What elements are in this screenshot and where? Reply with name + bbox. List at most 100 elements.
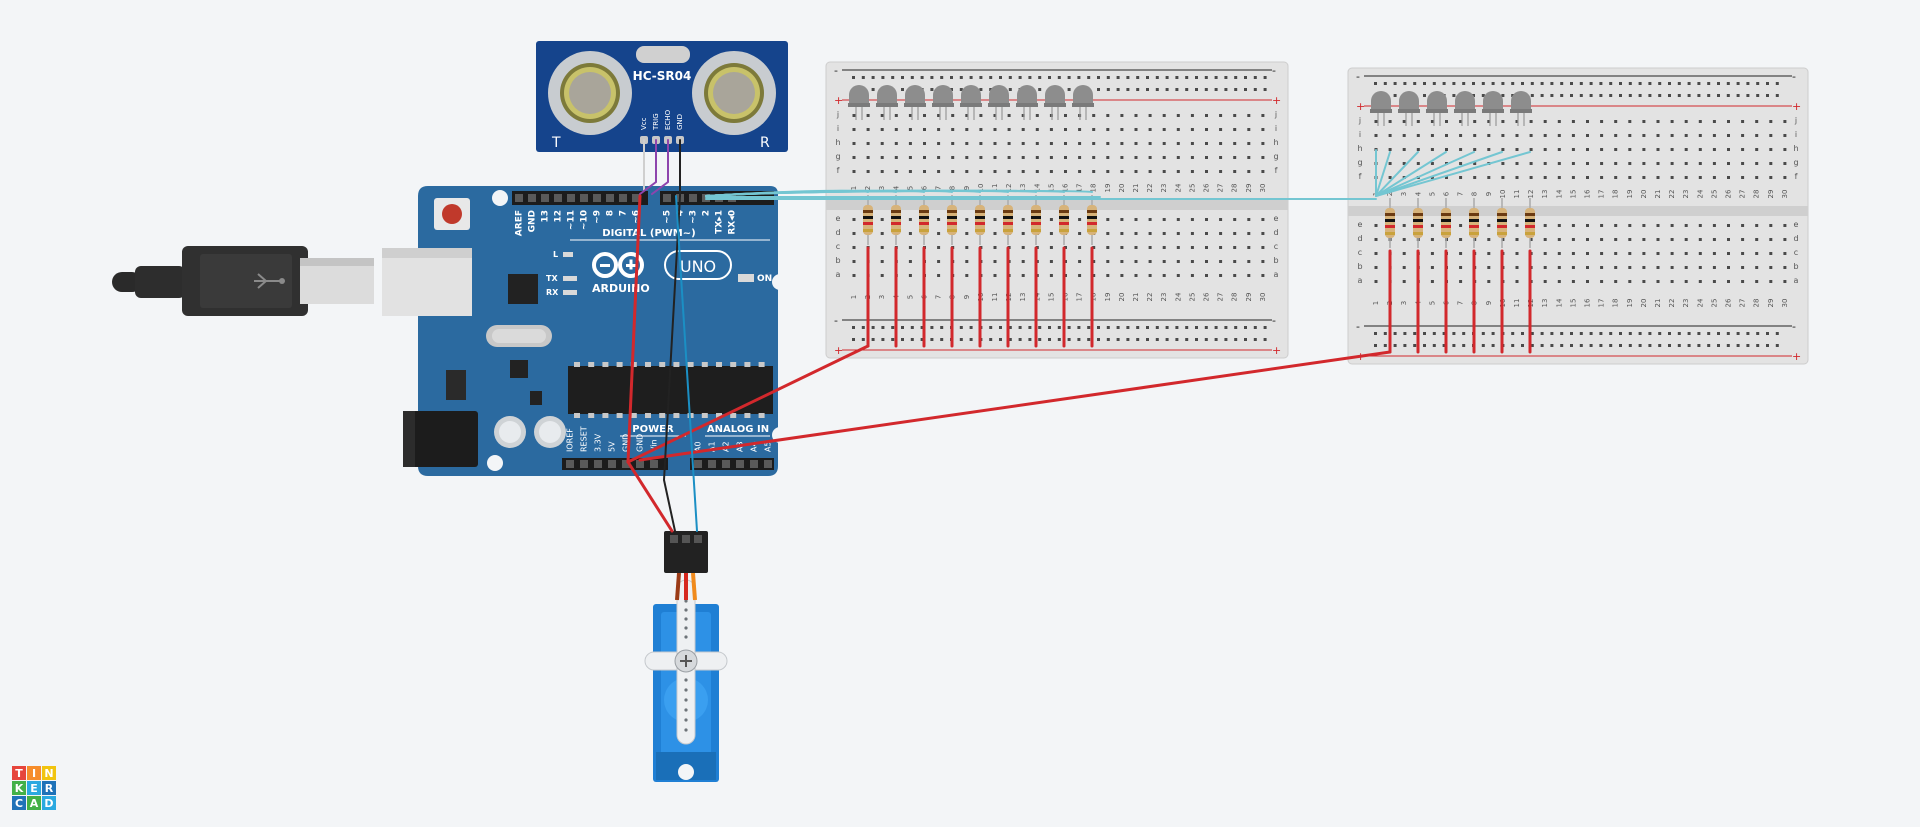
breadboard-hole[interactable] xyxy=(1501,134,1505,137)
rail-hole[interactable] xyxy=(1570,344,1573,347)
breadboard-hole[interactable] xyxy=(1712,120,1716,123)
rail-hole[interactable] xyxy=(1195,76,1198,79)
breadboard-hole[interactable] xyxy=(1586,224,1589,227)
rail-hole[interactable] xyxy=(1521,82,1524,85)
rail-hole[interactable] xyxy=(1383,344,1387,347)
led-body[interactable] xyxy=(1371,91,1391,111)
breadboard-hole[interactable] xyxy=(1247,156,1251,159)
digital-pin[interactable] xyxy=(515,194,523,202)
breadboard-hole[interactable] xyxy=(1698,120,1702,123)
breadboard-hole[interactable] xyxy=(1430,224,1434,227)
analog-pin[interactable] xyxy=(750,460,758,468)
breadboard-hole[interactable] xyxy=(1416,162,1420,165)
breadboard-hole[interactable] xyxy=(1106,128,1110,131)
breadboard-hole[interactable] xyxy=(1035,128,1039,131)
breadboard-hole[interactable] xyxy=(866,170,870,173)
rail-hole[interactable] xyxy=(852,326,855,329)
breadboard-hole[interactable] xyxy=(1642,224,1646,227)
led-body[interactable] xyxy=(1455,91,1475,111)
breadboard-hole[interactable] xyxy=(965,170,969,173)
breadboard-hole[interactable] xyxy=(1628,280,1632,283)
breadboard-hole[interactable] xyxy=(979,156,983,159)
servo-motor[interactable] xyxy=(644,531,728,782)
breadboard-hole[interactable] xyxy=(1487,280,1491,283)
breadboard-hole[interactable] xyxy=(923,128,926,131)
breadboard-hole[interactable] xyxy=(1656,176,1660,179)
breadboard-hole[interactable] xyxy=(1543,252,1547,255)
led-body[interactable] xyxy=(989,85,1009,105)
analog-pin[interactable] xyxy=(736,460,744,468)
breadboard-hole[interactable] xyxy=(1642,238,1646,241)
rail-hole[interactable] xyxy=(920,326,924,329)
breadboard-hole[interactable] xyxy=(965,260,969,263)
breadboard-hole[interactable] xyxy=(1261,232,1265,235)
servo-horn[interactable] xyxy=(644,579,728,745)
breadboard-hole[interactable] xyxy=(1459,280,1463,283)
breadboard-hole[interactable] xyxy=(1515,148,1519,151)
breadboard-hole[interactable] xyxy=(1388,134,1392,137)
rail-hole[interactable] xyxy=(1775,332,1779,335)
breadboard-hole[interactable] xyxy=(1078,142,1082,145)
breadboard-hole[interactable] xyxy=(1190,232,1194,235)
rail-hole[interactable] xyxy=(1579,94,1583,97)
breadboard-hole[interactable] xyxy=(1219,156,1223,159)
rail-hole[interactable] xyxy=(1126,326,1130,329)
led-body[interactable] xyxy=(877,85,897,105)
breadboard-hole[interactable] xyxy=(1600,252,1604,255)
resistor[interactable] xyxy=(919,195,929,245)
rail-hole[interactable] xyxy=(1697,344,1701,347)
led-body[interactable] xyxy=(933,85,953,105)
rail-hole[interactable] xyxy=(1756,82,1760,85)
rail-hole[interactable] xyxy=(1087,326,1091,329)
servo-connector[interactable] xyxy=(664,531,708,573)
rail-hole[interactable] xyxy=(1253,338,1257,341)
rail-hole[interactable] xyxy=(1677,344,1681,347)
rail-hole[interactable] xyxy=(1244,88,1247,91)
led[interactable] xyxy=(1044,85,1066,120)
breadboard-hole[interactable] xyxy=(1670,266,1674,269)
breadboard-hole[interactable] xyxy=(1233,260,1237,263)
breadboard-hole[interactable] xyxy=(1712,280,1716,283)
breadboard-hole[interactable] xyxy=(1120,170,1124,173)
breadboard-hole[interactable] xyxy=(1162,260,1166,263)
rail-hole[interactable] xyxy=(1462,332,1466,335)
breadboard-hole[interactable] xyxy=(1078,128,1082,131)
rail-hole[interactable] xyxy=(1244,76,1247,79)
breadboard-hole[interactable] xyxy=(1402,134,1406,137)
rail-hole[interactable] xyxy=(940,326,944,329)
breadboard-hole[interactable] xyxy=(1741,252,1745,255)
breadboard-hole[interactable] xyxy=(979,128,983,131)
rail-hole[interactable] xyxy=(1550,332,1554,335)
breadboard-hole[interactable] xyxy=(1148,218,1152,221)
rail-hole[interactable] xyxy=(1106,76,1110,79)
reset-button[interactable] xyxy=(434,198,470,230)
rail-hole[interactable] xyxy=(1452,82,1456,85)
breadboard-hole[interactable] xyxy=(1106,246,1110,249)
breadboard-hole[interactable] xyxy=(1741,238,1745,241)
rail-hole[interactable] xyxy=(1432,332,1436,335)
breadboard-hole[interactable] xyxy=(1487,252,1491,255)
breadboard-hole[interactable] xyxy=(1586,266,1589,269)
rail-hole[interactable] xyxy=(871,326,875,329)
rail-hole[interactable] xyxy=(1609,82,1613,85)
rail-hole[interactable] xyxy=(1452,344,1456,347)
breadboard-hole[interactable] xyxy=(937,170,941,173)
rail-hole[interactable] xyxy=(1589,94,1593,97)
breadboard-hole[interactable] xyxy=(1501,238,1505,241)
rail-hole[interactable] xyxy=(1087,338,1091,341)
breadboard-hole[interactable] xyxy=(937,246,941,249)
rail-hole[interactable] xyxy=(999,326,1002,329)
rail-hole[interactable] xyxy=(1697,332,1701,335)
led-body[interactable] xyxy=(1045,85,1065,105)
rail-hole[interactable] xyxy=(1599,94,1603,97)
breadboard-hole[interactable] xyxy=(908,232,912,235)
breadboard-hole[interactable] xyxy=(1557,176,1561,179)
rail-hole[interactable] xyxy=(1067,88,1071,91)
breadboard-hole[interactable] xyxy=(1219,170,1223,173)
breadboard-hole[interactable] xyxy=(1515,280,1519,283)
rail-hole[interactable] xyxy=(1028,326,1032,329)
breadboard-hole[interactable] xyxy=(951,170,955,173)
breadboard-hole[interactable] xyxy=(1783,252,1787,255)
breadboard-hole[interactable] xyxy=(1049,142,1053,145)
